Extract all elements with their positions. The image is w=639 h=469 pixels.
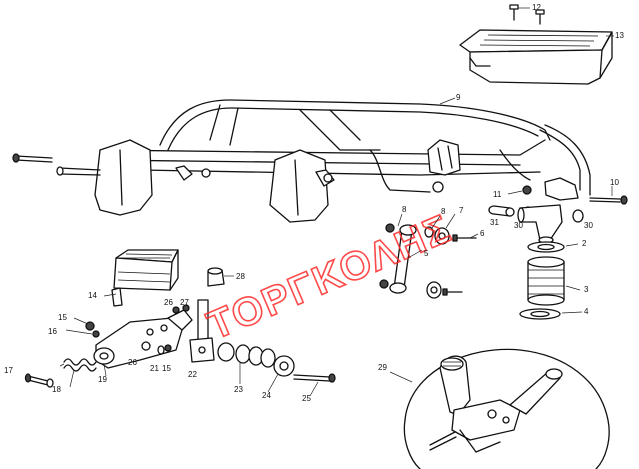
callout-10: 10 bbox=[610, 178, 619, 187]
part-3-threaded-sleeve bbox=[527, 256, 565, 306]
callout-27: 27 bbox=[180, 298, 189, 307]
part-12-screws bbox=[509, 4, 545, 25]
callout-24: 24 bbox=[262, 391, 271, 400]
part-5-link-rod bbox=[389, 224, 417, 294]
part-7-bushing bbox=[426, 227, 450, 299]
callout-labels: 12 13 9 10 11 31 30 30 8 8 7 6 5 2 3 4 2… bbox=[4, 3, 624, 403]
callout-30b: 30 bbox=[584, 221, 593, 230]
callout-30a: 30 bbox=[514, 221, 523, 230]
callout-17: 17 bbox=[4, 366, 13, 375]
callout-3: 3 bbox=[584, 285, 589, 294]
callout-23: 23 bbox=[234, 385, 243, 394]
callout-13: 13 bbox=[615, 31, 624, 40]
part-19-bracket bbox=[93, 309, 193, 369]
callout-28: 28 bbox=[236, 272, 245, 281]
callout-29: 29 bbox=[378, 363, 387, 372]
part-17-screw bbox=[24, 373, 54, 388]
callout-15a: 15 bbox=[58, 313, 67, 322]
callout-22: 22 bbox=[188, 370, 197, 379]
callout-31: 31 bbox=[490, 218, 499, 227]
part-18-spring bbox=[63, 358, 97, 372]
part-14-box bbox=[111, 249, 179, 307]
part-4-washer bbox=[519, 308, 561, 320]
callout-4: 4 bbox=[584, 307, 589, 316]
part-29-detail-view bbox=[389, 348, 610, 469]
callout-11: 11 bbox=[493, 190, 502, 199]
part-6-bolt bbox=[442, 234, 477, 296]
part-24-bushing bbox=[273, 355, 295, 377]
callout-6: 6 bbox=[480, 229, 485, 238]
part-15-16-nuts bbox=[85, 321, 172, 352]
part-23-spring bbox=[217, 342, 276, 368]
callout-12: 12 bbox=[532, 3, 541, 12]
part-2-washer bbox=[527, 241, 565, 253]
part-31-sleeve bbox=[488, 205, 515, 217]
callout-19: 19 bbox=[98, 375, 107, 384]
callout-18: 18 bbox=[52, 385, 61, 394]
callout-9: 9 bbox=[456, 93, 461, 102]
callout-8b: 8 bbox=[441, 207, 446, 216]
callout-26a: 26 bbox=[164, 298, 173, 307]
callout-7: 7 bbox=[459, 206, 464, 215]
callout-2: 2 bbox=[582, 239, 587, 248]
part-1-tube bbox=[517, 204, 563, 244]
callout-8a: 8 bbox=[402, 205, 407, 214]
part-28-cap bbox=[207, 267, 225, 287]
part-26-27-pins bbox=[141, 304, 190, 351]
callout-5: 5 bbox=[424, 249, 429, 258]
part-9-frame bbox=[12, 99, 628, 223]
callout-25: 25 bbox=[302, 394, 311, 403]
part-11-nut bbox=[522, 185, 532, 195]
callout-14: 14 bbox=[88, 291, 97, 300]
part-25-bolt bbox=[293, 373, 336, 383]
callout-15b: 15 bbox=[162, 364, 171, 373]
callout-26b: 26 bbox=[128, 358, 137, 367]
part-8-washers bbox=[379, 223, 434, 289]
callout-21: 21 bbox=[150, 364, 159, 373]
leader-lines bbox=[59, 7, 614, 397]
callout-16: 16 bbox=[48, 327, 57, 336]
part-22-lever bbox=[189, 299, 215, 363]
part-21-washer bbox=[157, 345, 165, 355]
part-13-cover bbox=[459, 29, 613, 85]
